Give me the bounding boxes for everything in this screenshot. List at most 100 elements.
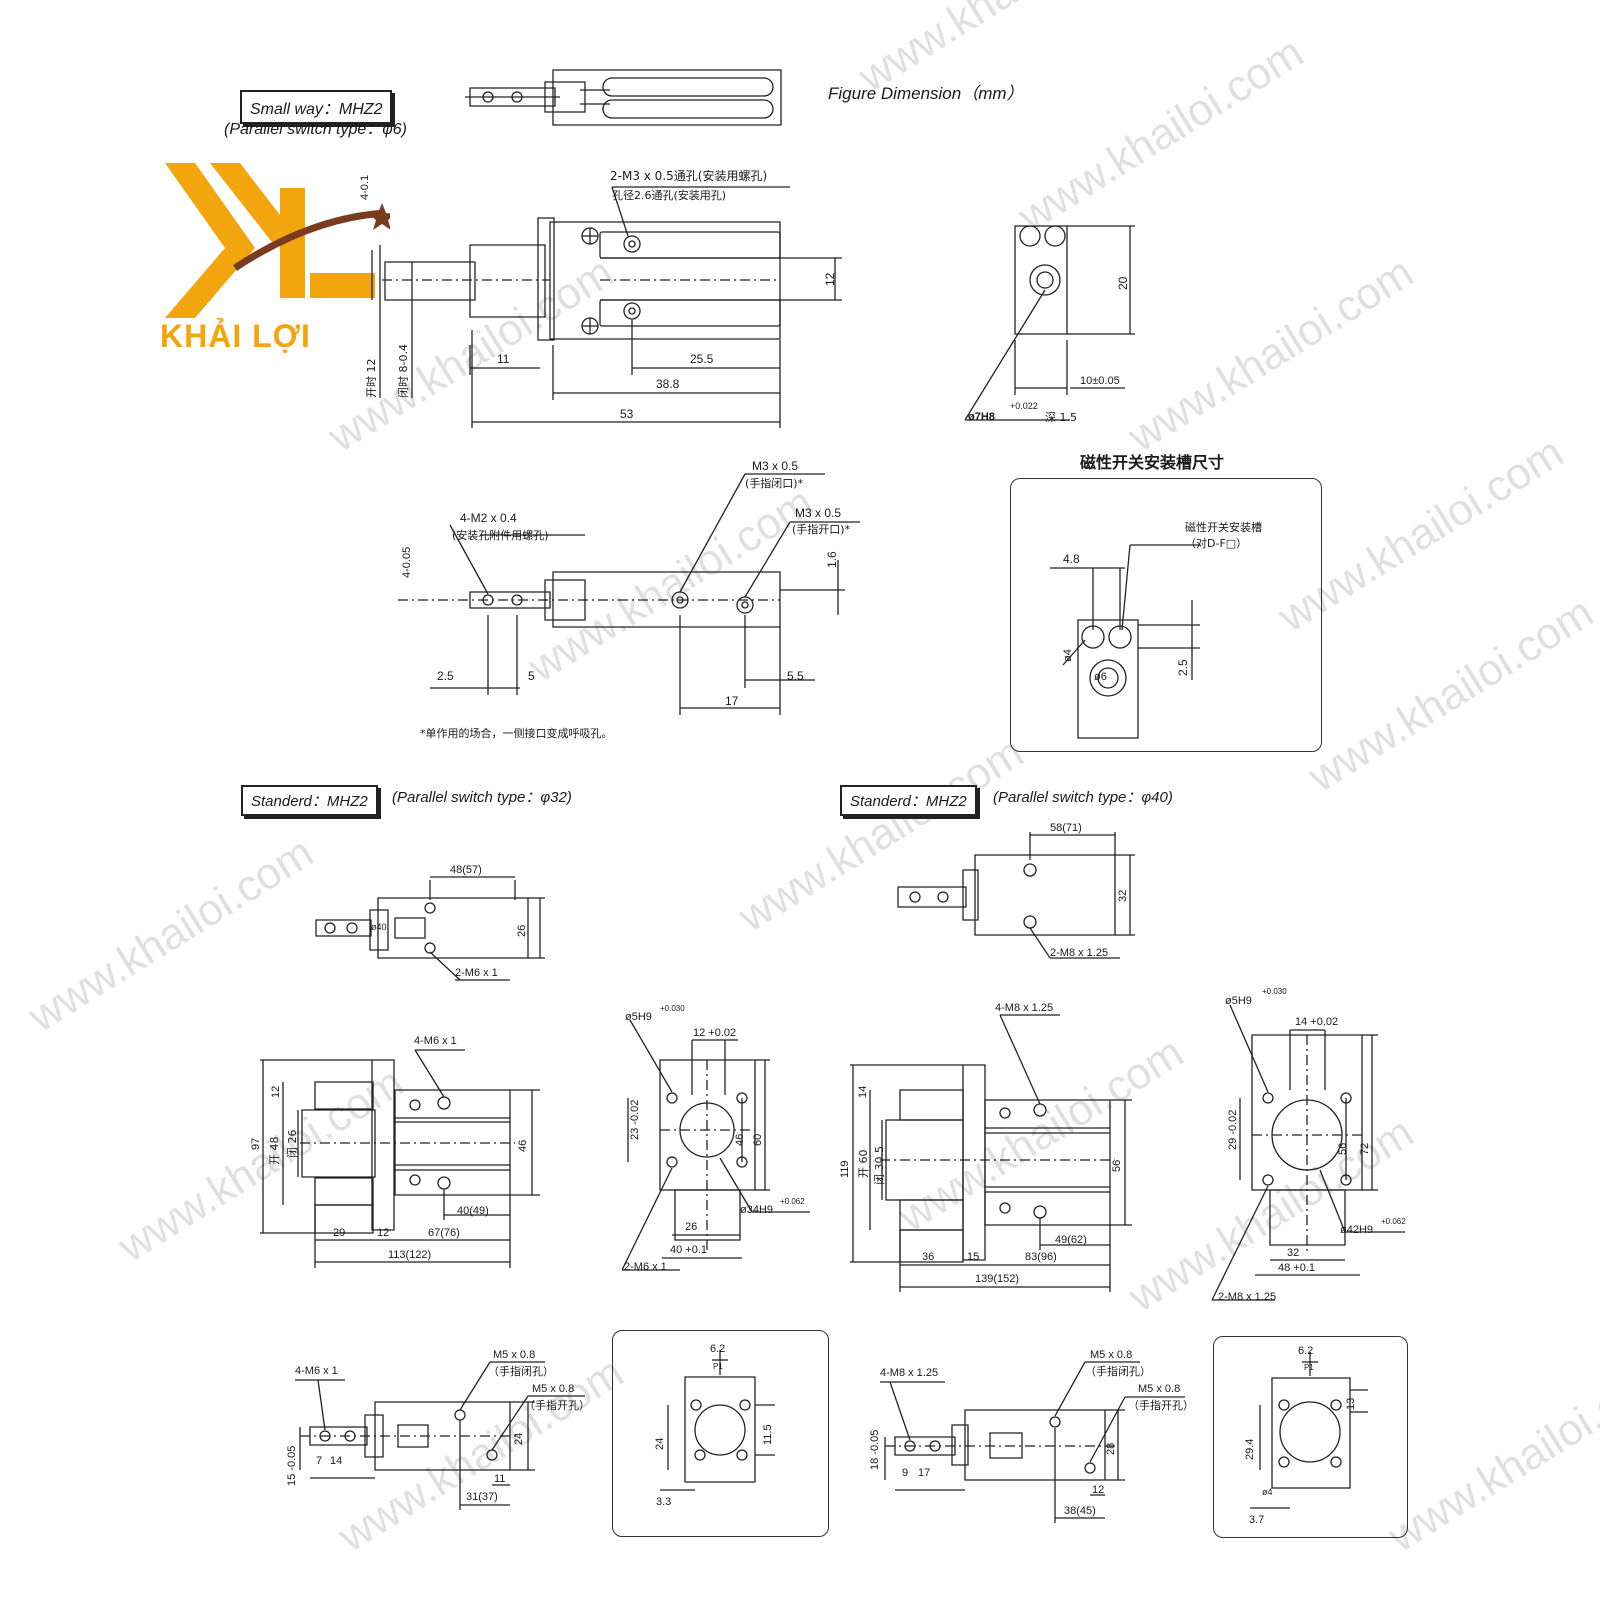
small-way-label: Small way：MHZ2 [240, 90, 393, 124]
hole-tol: +0.022 [1010, 401, 1038, 411]
std40-m5-open-cn: （手指开孔） [1128, 1399, 1194, 1412]
std40-dim-83: 83(96) [1025, 1251, 1057, 1263]
std40-bottom-dim-28: 28 [1105, 1442, 1117, 1455]
std40-dim-open: 开 60 [857, 1149, 870, 1179]
std32-panel-dim-6-2: 6.2 [710, 1343, 726, 1355]
std40-hole: ø5H9 [1225, 995, 1252, 1007]
std40-top-view [898, 832, 1135, 958]
std32-hole-tol: +0.030 [660, 1004, 685, 1013]
small-side-view [965, 226, 1135, 420]
std32-m5-open: M5 x 0.8 [532, 1383, 575, 1395]
std32-dim-40: 40(49) [457, 1205, 489, 1217]
std40-panel-p1: P1 [1304, 1363, 1314, 1372]
std32-bottom-dim-7: 7 [316, 1455, 323, 1467]
std32-dim-12: 12 [270, 1085, 282, 1098]
open-dimension: 开时 12 [365, 358, 378, 399]
dim-phi4: ø4 [1062, 649, 1074, 662]
std32-panel-dim-11-5: 11.5 [762, 1424, 774, 1445]
std32-sub: (Parallel switch type：φ32) [392, 789, 572, 806]
close-dimension: 闭时 8-0.4 [397, 344, 410, 398]
dim-53: 53 [620, 407, 634, 421]
std32-dim-close: 闭 26 [286, 1129, 299, 1159]
switch-slot-panel [1010, 478, 1322, 752]
std40-panel-dim-29-4: 29.4 [1244, 1438, 1256, 1460]
dim-10: 10±0.05 [1080, 375, 1120, 387]
note-m3-tapped: 2-M3 x 0.5通孔(安装用螺孔) [610, 169, 768, 183]
std40-bottom-dim-12: 12 [1092, 1484, 1105, 1496]
std40-main-view [850, 1015, 1132, 1292]
m3-close-port-cn: (手指闭口)* [745, 477, 804, 490]
std32-bottom-view [295, 1362, 585, 1510]
m3-open-port-cn: (手指开口)* [792, 523, 851, 536]
small-way-sub: (Parallel switch type：φ6) [224, 121, 407, 138]
std32-side-dim-40: 40 +0.1 [670, 1244, 708, 1256]
std32-side-dim-23: 23 -0.02 [629, 1099, 641, 1140]
switch-slot-label2: （对D-F□） [1185, 537, 1248, 550]
std32-bore-tol: +0.062 [780, 1197, 805, 1206]
m3-open-port: M3 x 0.5 [795, 506, 842, 520]
std40-side-dim-14: 14 +0.02 [1295, 1016, 1339, 1028]
tol-left: 4-0.1 [359, 174, 371, 200]
std40-side-dim-32: 32 [1287, 1247, 1300, 1259]
std32-dim-26: 26 [516, 924, 528, 937]
m2-thread: 4-M2 x 0.4 [460, 511, 517, 525]
std40-bottom-m8: 4-M8 x 1.25 [880, 1367, 939, 1379]
std32-bottom-dim-11: 11 [494, 1473, 506, 1485]
std32-dim-open: 开 48 [268, 1136, 281, 1166]
std40-panel-dim-6-2: 6.2 [1298, 1345, 1314, 1357]
std40-hole-tol: +0.030 [1262, 987, 1287, 996]
std32-dim-29: 29 [333, 1227, 346, 1239]
std32-side-dim-46: 46 [734, 1133, 746, 1146]
std32-top-m6: 2-M6 x 1 [455, 967, 498, 979]
std32-side-dim-12: 12 +0.02 [693, 1027, 737, 1039]
std32-port-panel [612, 1330, 829, 1537]
std40-dim-119: 119 [839, 1160, 851, 1178]
depth-1-5: 深 1.5 [1045, 411, 1077, 424]
std40-panel-dim-13: 13 [1345, 1397, 1357, 1410]
std32-bottom-dim-24: 24 [513, 1432, 525, 1445]
std32-bore: ø34H9 [740, 1204, 774, 1216]
std32-bottom-dim-14: 14 [330, 1455, 343, 1467]
std32-top-view [316, 877, 545, 980]
std40-side-m8: 2-M8 x 1.25 [1218, 1291, 1277, 1303]
std40-side-dim-29: 29 -0.02 [1227, 1109, 1239, 1150]
dim-1-6: 1.6 [825, 551, 839, 568]
std40-m5-open: M5 x 0.8 [1138, 1383, 1181, 1395]
std32-panel-p1: P1 [713, 1362, 723, 1371]
std32-m5-open-cn: （手指开孔） [524, 1399, 590, 1412]
std40-dim-139: 139(152) [975, 1273, 1020, 1285]
dim-20: 20 [1116, 276, 1130, 290]
small-top-view [465, 70, 781, 125]
std40-dim-32: 32 [1117, 889, 1129, 902]
dim-12: 12 [823, 272, 837, 286]
dim-5-5: 5.5 [787, 669, 804, 683]
std40-side-view [1212, 1005, 1405, 1300]
dim-17: 17 [725, 694, 739, 708]
m3-close-port: M3 x 0.5 [752, 459, 799, 473]
std40-dim-15: 15 [967, 1251, 980, 1263]
single-acting-note: *单作用的场合，一侧接口变成呼吸孔。 [420, 727, 613, 740]
std32-panel-dim-24: 24 [654, 1437, 666, 1450]
std40-main-m8: 4-M8 x 1.25 [995, 1002, 1054, 1014]
dim-5: 5 [528, 669, 535, 683]
tol-left-bottom: 4-0.05 [401, 546, 413, 578]
std40-dim-14: 14 [857, 1085, 869, 1098]
m2-thread-cn: (安装孔附件用螺孔) [452, 529, 549, 542]
std32-top-phi: ø40 [371, 922, 387, 932]
figure-title: Figure Dimension（mm） [828, 84, 1024, 103]
std32-dim-113: 113(122) [388, 1249, 432, 1261]
std40-dim-56: 56 [1111, 1159, 1123, 1172]
std32-side-dim-26: 26 [685, 1221, 698, 1233]
std40-bore: ø42H9 [1340, 1224, 1374, 1236]
hole-7h8: ø7H8 [968, 411, 995, 423]
switch-panel-title: 磁性开关安装槽尺寸 [1080, 453, 1225, 472]
std32-bottom-dim-31: 31(37) [466, 1491, 498, 1503]
std32-bottom-dim-15: 15 -0.05 [286, 1445, 298, 1486]
dim-11: 11 [497, 352, 510, 366]
std32-side-dim-60: 60 [752, 1133, 764, 1146]
std40-dim-close: 闭 30.5 [873, 1146, 886, 1185]
std32-m5-close: M5 x 0.8 [493, 1349, 536, 1361]
std40-dim-36: 36 [922, 1251, 935, 1263]
